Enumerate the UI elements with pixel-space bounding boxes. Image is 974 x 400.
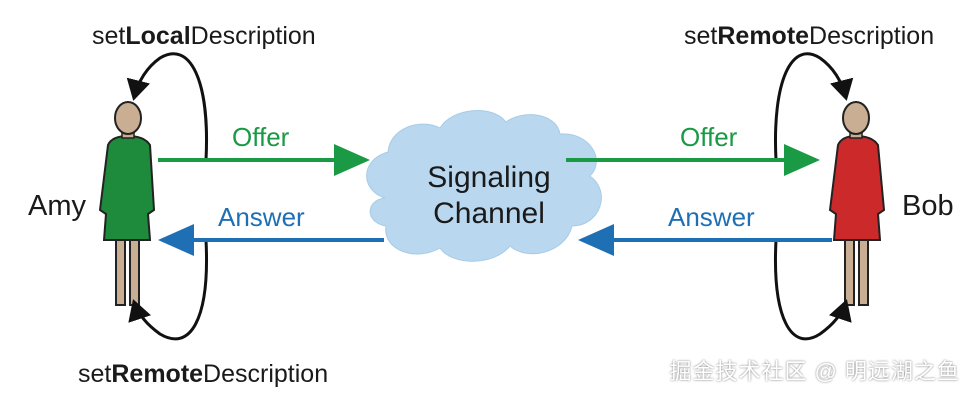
amy-name: Amy [28,190,86,222]
bob-set-remote-description-label: setRemoteDescription [684,22,935,50]
amy-figure [98,101,156,306]
amy-local-description-loop [126,52,209,161]
amy-set-remote-description-label: setRemoteDescription [78,360,329,388]
watermark: 掘金技术社区 @ 明远湖之鱼 [669,359,960,384]
signaling-channel-label: Signaling Channel [394,160,584,232]
bob-figure [828,101,886,306]
amy-set-local-description-label: setLocalDescription [92,22,316,50]
signaling-cloud [366,110,602,262]
bob-remote-description-loop [773,52,854,161]
amy-remote-description-loop [128,239,209,341]
answer-label-left: Answer [218,202,305,232]
bob-name: Bob [902,190,954,222]
offer-label-left: Offer [232,122,290,152]
answer-label-right: Answer [668,202,755,232]
cloud-line-2: Channel [433,197,545,230]
cloud-line-1: Signaling [427,161,551,194]
offer-label-right: Offer [680,122,738,152]
bob-bottom-loop [773,239,852,341]
